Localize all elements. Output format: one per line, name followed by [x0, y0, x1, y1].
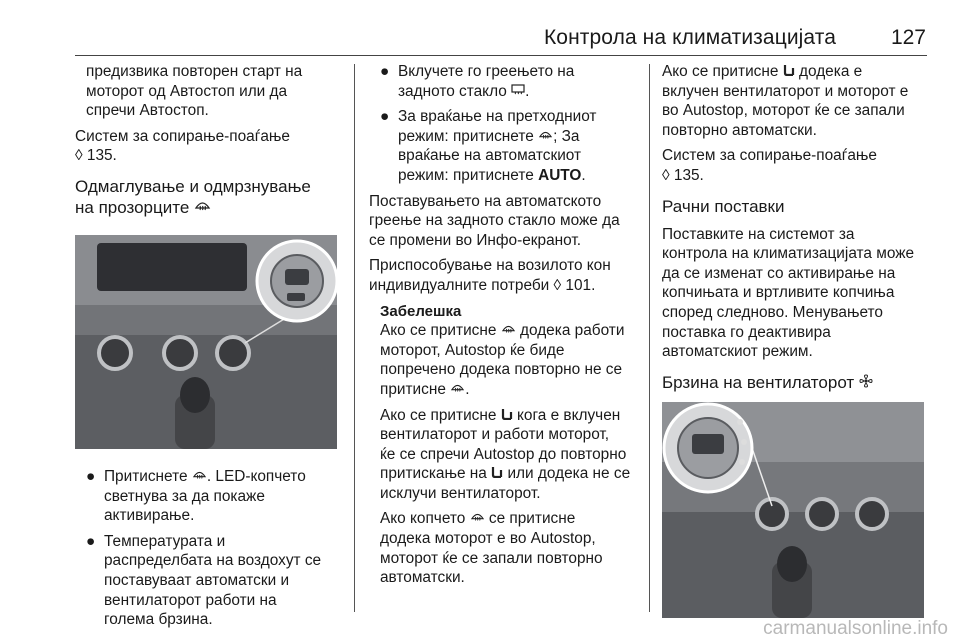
windscreen-defrost-icon — [192, 467, 207, 487]
list-item: ● За враќање на претходниот режим: прити… — [380, 108, 597, 184]
paragraph: Приспособување на возилото кон индивидуа… — [369, 257, 611, 294]
column-divider — [649, 64, 650, 612]
paragraph: Систем за сопирање-поаѓање ◊ 135. — [75, 127, 290, 165]
note-paragraph: Ако се притисне кога е вклучен вентилато… — [380, 406, 631, 502]
section-heading: Брзина на вентилаторот — [662, 372, 932, 394]
fan-speed-photo — [662, 401, 924, 618]
paragraph: Поставките на системот за контрола на кл… — [662, 225, 915, 361]
list-item: ● Притиснете . LED-копчето светнува за д… — [86, 467, 306, 525]
rear-window-heating-icon — [511, 82, 525, 102]
paragraph: предизвика повторен старт на моторот од … — [86, 63, 303, 120]
note-title: Забелешка — [380, 302, 462, 320]
page-header: Контрола на климатизацијата 127 — [0, 0, 960, 56]
list-item: ● Вклучете го греењето на задното стакло… — [380, 63, 575, 102]
page-title: Контрола на климатизацијата — [543, 26, 836, 49]
header-divider — [75, 55, 927, 56]
windscreen-defrost-icon — [470, 509, 485, 529]
section-heading: Одмаглување и одмрзнување на прозорците — [75, 176, 311, 219]
note-paragraph: Ако се притисне додека работи моторот, A… — [380, 321, 625, 400]
note-block: Забелешка Ако се притисне додека работи … — [369, 302, 641, 588]
windscreen-defrost-icon — [538, 127, 553, 147]
windscreen-defrost-icon — [450, 380, 465, 400]
page-reference[interactable]: индивидуалните потреби ◊ 101. — [369, 276, 596, 294]
auto-label: AUTO — [538, 166, 582, 184]
climate-control-photo — [75, 234, 337, 449]
list-item: ● Температурата и распределбата на воздо… — [86, 532, 322, 629]
watermark: carmanualsonline.info — [763, 618, 948, 639]
column-1: предизвика повторен старт на моторот од … — [75, 62, 345, 636]
column-2: ● Вклучете го греењето на задното стакло… — [369, 62, 641, 594]
windscreen-defrost-icon — [194, 198, 211, 219]
page-reference[interactable]: ◊ 135. — [75, 147, 117, 165]
paragraph: Поставувањето на автоматското греење на … — [369, 192, 620, 249]
page-number: 127 — [890, 26, 926, 49]
paragraph: Систем за сопирање-поаѓање ◊ 135. — [662, 147, 877, 184]
fan-icon — [491, 464, 503, 484]
windscreen-defrost-icon — [501, 321, 516, 341]
fan-icon — [501, 406, 513, 426]
note-paragraph: Ако копчето се притисне додека моторот е… — [380, 509, 603, 587]
section-heading: Рачни поставки — [662, 196, 785, 216]
column-3: Ако се притисне додека е вклучен вентила… — [662, 62, 932, 618]
fan-icon — [859, 373, 873, 394]
page-reference[interactable]: ◊ 135. — [662, 166, 704, 184]
fan-icon — [783, 62, 795, 82]
paragraph: Ако се притисне додека е вклучен вентила… — [662, 62, 909, 139]
column-divider — [354, 64, 355, 612]
